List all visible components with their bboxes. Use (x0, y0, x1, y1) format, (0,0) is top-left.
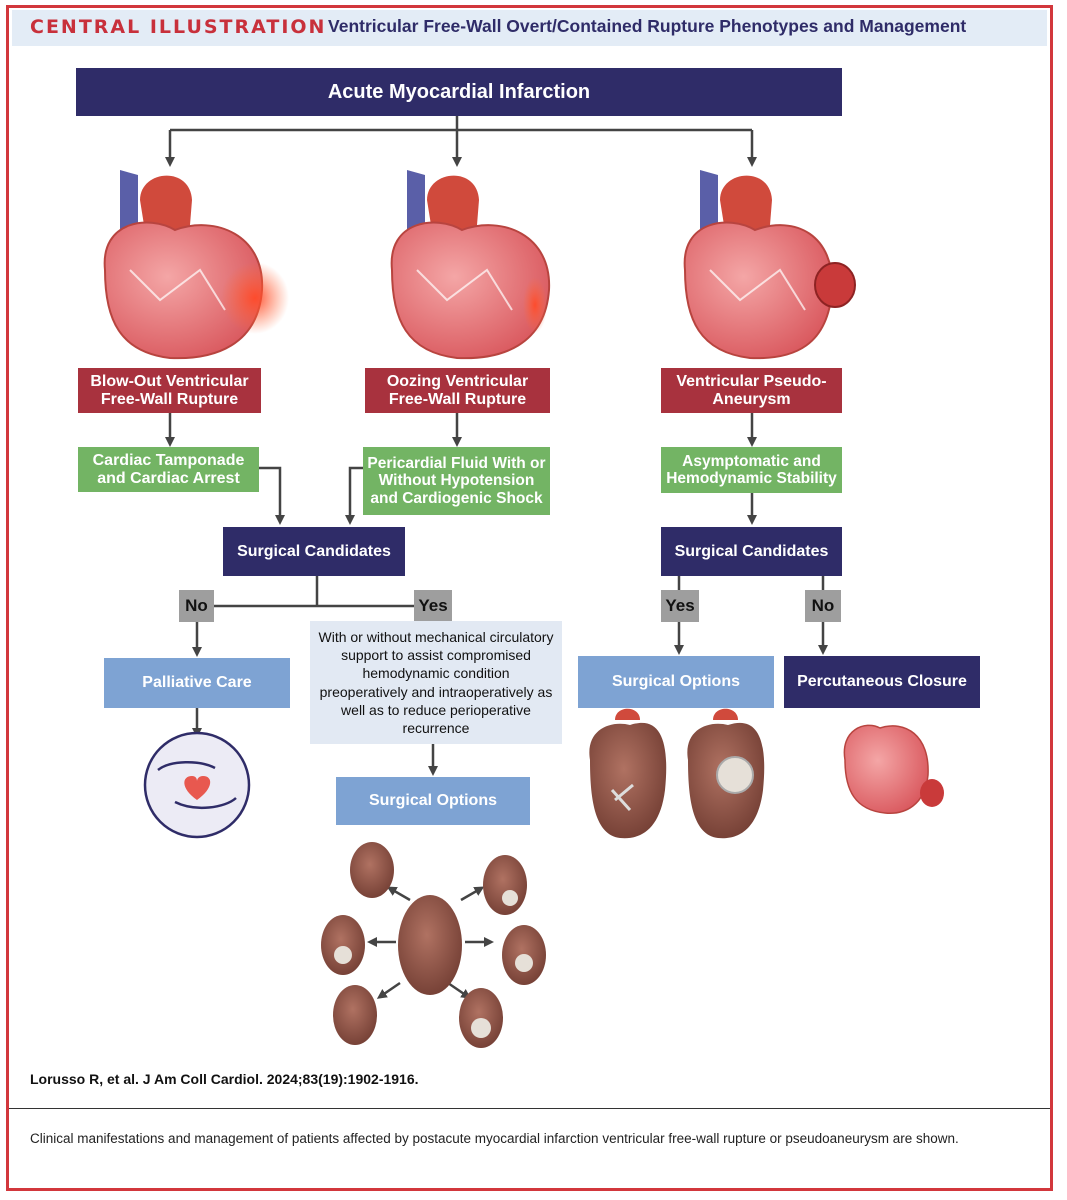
palliative-hands-heart-icon (143, 731, 251, 839)
palliative-care: Palliative Care (104, 658, 290, 708)
caption: Clinical manifestations and management o… (30, 1131, 959, 1146)
surgical-options-left: Surgical Options (336, 777, 530, 825)
footer-divider (9, 1108, 1050, 1109)
citation: Lorusso R, et al. J Am Coll Cardiol. 202… (30, 1071, 419, 1087)
surgical-options-right: Surgical Options (578, 656, 774, 708)
root-node: Acute Myocardial Infarction (76, 68, 842, 116)
branch-no-right: No (805, 590, 841, 622)
header-label: CENTRAL ILLUSTRATION (30, 16, 327, 38)
branch-yes-left: Yes (414, 590, 452, 622)
presentation-stable: Asymptomatic and Hemodynamic Stability (661, 447, 842, 493)
heart-anatomy-icon (103, 170, 856, 360)
phenotype-blowout: Blow-Out Ventricular Free-Wall Rupture (78, 368, 261, 413)
surgical-candidates-left: Surgical Candidates (223, 527, 405, 576)
percutaneous-closure: Percutaneous Closure (784, 656, 980, 708)
branch-no-left: No (179, 590, 214, 622)
surgical-heart-cluster-icon (321, 842, 546, 1048)
header-title: Ventricular Free-Wall Overt/Contained Ru… (328, 16, 967, 36)
branch-yes-right: Yes (661, 590, 699, 622)
presentation-pericardial-fluid: Pericardial Fluid With or Without Hypote… (363, 447, 550, 515)
surgical-candidates-right: Surgical Candidates (661, 527, 842, 576)
phenotype-pseudoaneurysm: Ventricular Pseudo-Aneurysm (661, 368, 842, 413)
presentation-tamponade: Cardiac Tamponade and Cardiac Arrest (78, 447, 259, 492)
figure-header (12, 10, 1047, 46)
phenotype-oozing: Oozing Ventricular Free-Wall Rupture (365, 368, 550, 413)
surgical-heart-icon (589, 708, 944, 839)
mechanical-support-note: With or without mechanical circulatory s… (310, 621, 562, 744)
